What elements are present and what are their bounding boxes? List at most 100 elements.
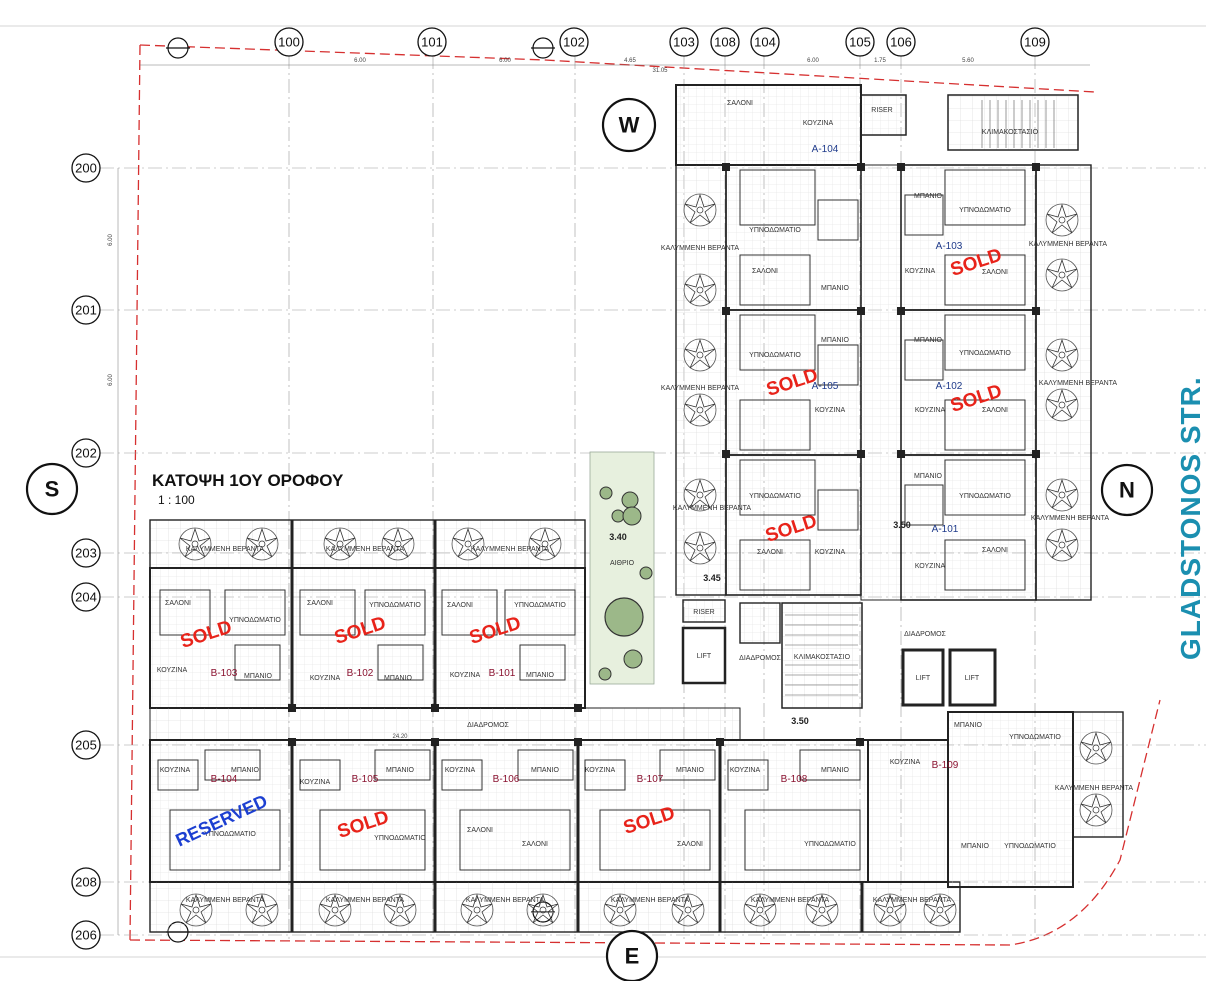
svg-text:ΚΟΥΖΙΝΑ: ΚΟΥΖΙΝΑ xyxy=(803,120,834,127)
svg-text:ΚΑΛΥΜΜΕΝΗ ΒΕΡΑΝΤΑ: ΚΑΛΥΜΜΕΝΗ ΒΕΡΑΝΤΑ xyxy=(1055,785,1134,792)
core: RISER LIFT ΚΛΙΜΑΚΟΣΤΑΣΙΟ ΔΙΑΔΡΟΜΟΣ LIFT … xyxy=(681,599,997,726)
svg-text:ΚΟΥΖΙΝΑ: ΚΟΥΖΙΝΑ xyxy=(815,407,846,414)
svg-text:ΥΠΝΟΔΩΜΑΤΙΟ: ΥΠΝΟΔΩΜΑΤΙΟ xyxy=(1004,843,1056,850)
svg-text:ΜΠΑΝΙΟ: ΜΠΑΝΙΟ xyxy=(821,767,850,774)
svg-text:ΜΠΑΝΙΟ: ΜΠΑΝΙΟ xyxy=(821,285,850,292)
svg-text:ΚΑΛΥΜΜΕΝΗ ΒΕΡΑΝΤΑ: ΚΑΛΥΜΜΕΝΗ ΒΕΡΑΝΤΑ xyxy=(326,897,405,904)
svg-text:LIFT: LIFT xyxy=(697,653,712,660)
svg-text:ΚΟΥΖΙΝΑ: ΚΟΥΖΙΝΑ xyxy=(905,268,936,275)
compass-north: N xyxy=(1119,478,1135,503)
unit-label-b108: B-108 xyxy=(781,774,808,785)
grid-axis-columns: 100 101 102 103 108 104 105 106 109 xyxy=(274,27,1050,57)
axis-label: 100 xyxy=(278,35,300,50)
svg-text:ΚΑΛΥΜΜΕΝΗ ΒΕΡΑΝΤΑ: ΚΑΛΥΜΜΕΝΗ ΒΕΡΑΝΤΑ xyxy=(661,385,740,392)
tower-a: ΚΛΙΜΑΚΟΣΤΑΣΙΟ ΣΑΛΟΝΙ ΚΟΥΖΙΝΑ RISER A-104… xyxy=(661,84,1118,601)
svg-text:ΚΟΥΖΙΝΑ: ΚΟΥΖΙΝΑ xyxy=(450,672,481,679)
axis-label: 102 xyxy=(563,35,585,50)
svg-text:6.00: 6.00 xyxy=(354,58,366,64)
svg-text:ΣΑΛΟΝΙ: ΣΑΛΟΝΙ xyxy=(522,841,548,848)
svg-text:6.00: 6.00 xyxy=(108,234,114,246)
svg-text:ΚΑΛΥΜΜΕΝΗ ΒΕΡΑΝΤΑ: ΚΑΛΥΜΜΕΝΗ ΒΕΡΑΝΤΑ xyxy=(1031,515,1110,522)
svg-text:ΥΠΝΟΔΩΜΑΤΙΟ: ΥΠΝΟΔΩΜΑΤΙΟ xyxy=(959,207,1011,214)
svg-text:6.00: 6.00 xyxy=(807,58,819,64)
svg-text:ΥΠΝΟΔΩΜΑΤΙΟ: ΥΠΝΟΔΩΜΑΤΙΟ xyxy=(374,835,426,842)
svg-text:ΜΠΑΝΙΟ: ΜΠΑΝΙΟ xyxy=(914,337,943,344)
compass-west: W xyxy=(619,113,640,138)
compass-markers: W N S E xyxy=(25,97,1154,981)
axis-label: 201 xyxy=(75,303,97,318)
svg-text:3.50: 3.50 xyxy=(791,716,809,726)
svg-text:ΥΠΝΟΔΩΜΑΤΙΟ: ΥΠΝΟΔΩΜΑΤΙΟ xyxy=(369,602,421,609)
drawing-scale: 1 : 100 xyxy=(158,493,195,507)
svg-text:6.00: 6.00 xyxy=(499,58,511,64)
axis-label: 109 xyxy=(1024,35,1046,50)
axis-label: 101 xyxy=(421,35,443,50)
svg-text:ΣΑΛΟΝΙ: ΣΑΛΟΝΙ xyxy=(165,600,191,607)
svg-text:ΥΠΝΟΔΩΜΑΤΙΟ: ΥΠΝΟΔΩΜΑΤΙΟ xyxy=(229,617,281,624)
svg-text:ΥΠΝΟΔΩΜΑΤΙΟ: ΥΠΝΟΔΩΜΑΤΙΟ xyxy=(204,831,256,838)
svg-text:A-104: A-104 xyxy=(812,144,839,155)
axis-label: 208 xyxy=(75,875,97,890)
svg-text:ΣΑΛΟΝΙ: ΣΑΛΟΝΙ xyxy=(307,600,333,607)
svg-text:ΜΠΑΝΙΟ: ΜΠΑΝΙΟ xyxy=(954,722,983,729)
axis-label: 106 xyxy=(890,35,912,50)
axis-label: 108 xyxy=(714,35,736,50)
svg-text:ΚΟΥΖΙΝΑ: ΚΟΥΖΙΝΑ xyxy=(915,407,946,414)
svg-text:4.65: 4.65 xyxy=(624,58,636,64)
svg-text:31.05: 31.05 xyxy=(652,68,668,74)
svg-text:ΜΠΑΝΙΟ: ΜΠΑΝΙΟ xyxy=(244,673,273,680)
svg-text:ΣΑΛΟΝΙ: ΣΑΛΟΝΙ xyxy=(727,100,753,107)
wing-b: ΚΑΛΥΜΜΕΝΗ ΒΕΡΑΝΤΑ ΚΑΛΥΜΜΕΝΗ ΒΕΡΑΝΤΑ ΚΑΛΥ… xyxy=(149,519,961,933)
svg-text:ΚΑΛΥΜΜΕΝΗ ΒΕΡΑΝΤΑ: ΚΑΛΥΜΜΕΝΗ ΒΕΡΑΝΤΑ xyxy=(751,897,830,904)
svg-text:ΜΠΑΝΙΟ: ΜΠΑΝΙΟ xyxy=(676,767,705,774)
svg-text:ΚΟΥΖΙΝΑ: ΚΟΥΖΙΝΑ xyxy=(157,667,188,674)
svg-text:ΔΙΑΔΡΟΜΟΣ: ΔΙΑΔΡΟΜΟΣ xyxy=(467,722,509,729)
svg-text:ΥΠΝΟΔΩΜΑΤΙΟ: ΥΠΝΟΔΩΜΑΤΙΟ xyxy=(749,352,801,359)
atrium: ΑΙΘΡΙΟ 3.40 xyxy=(589,451,655,685)
svg-text:ΚΑΛΥΜΜΕΝΗ ΒΕΡΑΝΤΑ: ΚΑΛΥΜΜΕΝΗ ΒΕΡΑΝΤΑ xyxy=(471,546,550,553)
unit-label-b103: B-103 xyxy=(211,668,238,679)
svg-text:ΜΠΑΝΙΟ: ΜΠΑΝΙΟ xyxy=(526,672,555,679)
svg-text:ΚΑΛΥΜΜΕΝΗ ΒΕΡΑΝΤΑ: ΚΑΛΥΜΜΕΝΗ ΒΕΡΑΝΤΑ xyxy=(326,546,405,553)
svg-text:ΜΠΑΝΙΟ: ΜΠΑΝΙΟ xyxy=(386,767,415,774)
svg-text:ΥΠΝΟΔΩΜΑΤΙΟ: ΥΠΝΟΔΩΜΑΤΙΟ xyxy=(959,350,1011,357)
unit-label-b109: B-109 xyxy=(932,760,959,771)
svg-text:ΣΑΛΟΝΙ: ΣΑΛΟΝΙ xyxy=(757,549,783,556)
axis-label: 105 xyxy=(849,35,871,50)
svg-text:ΚΟΥΖΙΝΑ: ΚΟΥΖΙΝΑ xyxy=(815,549,846,556)
svg-text:ΔΙΑΔΡΟΜΟΣ: ΔΙΑΔΡΟΜΟΣ xyxy=(904,631,946,638)
svg-text:ΚΑΛΥΜΜΕΝΗ ΒΕΡΑΝΤΑ: ΚΑΛΥΜΜΕΝΗ ΒΕΡΑΝΤΑ xyxy=(661,245,740,252)
svg-text:ΚΛΙΜΑΚΟΣΤΑΣΙΟ: ΚΛΙΜΑΚΟΣΤΑΣΙΟ xyxy=(982,129,1039,136)
svg-text:ΑΙΘΡΙΟ: ΑΙΘΡΙΟ xyxy=(610,560,635,567)
property-boundary xyxy=(129,44,1161,946)
unit-label-b105: B-105 xyxy=(352,774,379,785)
svg-text:ΣΑΛΟΝΙ: ΣΑΛΟΝΙ xyxy=(752,268,778,275)
svg-text:ΣΑΛΟΝΙ: ΣΑΛΟΝΙ xyxy=(982,407,1008,414)
svg-text:ΥΠΝΟΔΩΜΑΤΙΟ: ΥΠΝΟΔΩΜΑΤΙΟ xyxy=(1009,734,1061,741)
unit-label-a103: A-103 xyxy=(936,241,963,252)
svg-text:ΜΠΑΝΙΟ: ΜΠΑΝΙΟ xyxy=(384,675,413,682)
svg-text:ΚΟΥΖΙΝΑ: ΚΟΥΖΙΝΑ xyxy=(300,779,331,786)
unit-label-b102: B-102 xyxy=(347,668,374,679)
svg-text:ΜΠΑΝΙΟ: ΜΠΑΝΙΟ xyxy=(961,843,990,850)
svg-text:ΚΟΥΖΙΝΑ: ΚΟΥΖΙΝΑ xyxy=(585,767,616,774)
unit-label-b106: B-106 xyxy=(493,774,520,785)
street-name: GLADSTONOS STR. xyxy=(1175,376,1206,660)
dimension-chain-left: 6.00 6.00 xyxy=(108,168,119,935)
axis-label: 205 xyxy=(75,738,97,753)
svg-text:ΚΑΛΥΜΜΕΝΗ ΒΕΡΑΝΤΑ: ΚΑΛΥΜΜΕΝΗ ΒΕΡΑΝΤΑ xyxy=(1039,380,1118,387)
svg-text:24.20: 24.20 xyxy=(392,734,408,740)
svg-text:ΚΟΥΖΙΝΑ: ΚΟΥΖΙΝΑ xyxy=(310,675,341,682)
svg-text:ΣΑΛΟΝΙ: ΣΑΛΟΝΙ xyxy=(982,547,1008,554)
svg-text:ΜΠΑΝΙΟ: ΜΠΑΝΙΟ xyxy=(914,193,943,200)
svg-text:5.60: 5.60 xyxy=(962,58,974,64)
svg-text:ΜΠΑΝΙΟ: ΜΠΑΝΙΟ xyxy=(231,767,260,774)
axis-label: 204 xyxy=(75,590,97,605)
svg-text:ΚΑΛΥΜΜΕΝΗ ΒΕΡΑΝΤΑ: ΚΑΛΥΜΜΕΝΗ ΒΕΡΑΝΤΑ xyxy=(1029,241,1108,248)
svg-text:ΚΟΥΖΙΝΑ: ΚΟΥΖΙΝΑ xyxy=(730,767,761,774)
svg-text:ΥΠΝΟΔΩΜΑΤΙΟ: ΥΠΝΟΔΩΜΑΤΙΟ xyxy=(959,493,1011,500)
svg-text:RISER: RISER xyxy=(871,107,892,114)
svg-text:ΜΠΑΝΙΟ: ΜΠΑΝΙΟ xyxy=(821,337,850,344)
svg-text:3.50: 3.50 xyxy=(893,520,911,530)
